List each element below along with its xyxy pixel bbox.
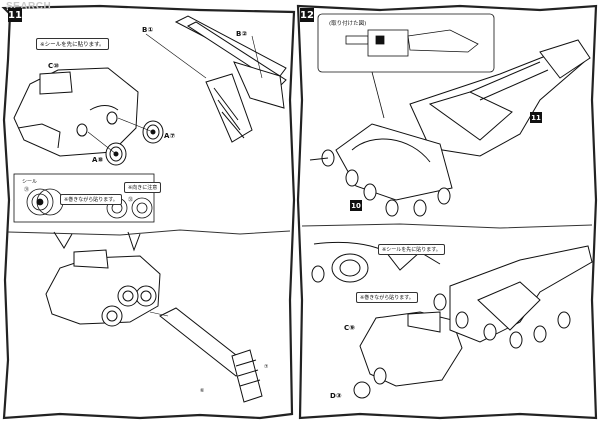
body-assembled [45, 249, 161, 327]
tank-body-lower [311, 241, 463, 399]
frame-part-b1-b2 [145, 15, 287, 143]
frame-assembly-lower [149, 307, 263, 403]
note-seal-first: ※シールを先に貼ります。 [36, 38, 109, 50]
seal-number-6: ⑥ [200, 388, 205, 394]
seal-number-7: ⑦ [264, 364, 269, 370]
body-part-c10 [13, 67, 139, 157]
barrel-assembly-11 [409, 39, 591, 157]
seal-label-left: シール [22, 179, 38, 185]
gun-detail-attached [345, 29, 479, 57]
ref-label-11: 11 [530, 112, 542, 123]
part-label-c9: C⑨ [344, 324, 356, 332]
panel-border-right [296, 4, 598, 420]
part-label-a8: A⑧ [92, 156, 104, 164]
track-assembly-10 [309, 123, 453, 217]
note-wrap-seal: ※巻きながら貼ります。 [60, 194, 122, 205]
step-number-11: 11 [8, 8, 22, 22]
tank-assembly-lower [433, 245, 593, 349]
seal-number-31: ㉛ [24, 187, 30, 193]
wheel-sticker-detail-1 [26, 188, 64, 216]
part-label-c10: C⑩ [48, 62, 60, 70]
note-attached-state: (取り付けた図) [326, 18, 370, 28]
part-label-a7: A⑦ [164, 132, 176, 140]
seal-number-32: ㉜ [128, 197, 134, 203]
note-wrap-seal-right: ※巻きながら貼ります。 [356, 292, 418, 303]
panel-border-left [1, 4, 296, 420]
note-seal-first-right: ※シールを先に貼ります。 [378, 244, 445, 255]
note-direction-caution: ※向きに注意 [124, 182, 162, 193]
part-label-b1: B① [142, 26, 154, 34]
part-label-d3: D③ [330, 392, 342, 400]
watermark: SEARCH [6, 1, 52, 12]
ref-label-10: 10 [350, 200, 362, 211]
step-number-12: 12 [300, 8, 314, 22]
part-label-b2: B② [236, 30, 248, 38]
